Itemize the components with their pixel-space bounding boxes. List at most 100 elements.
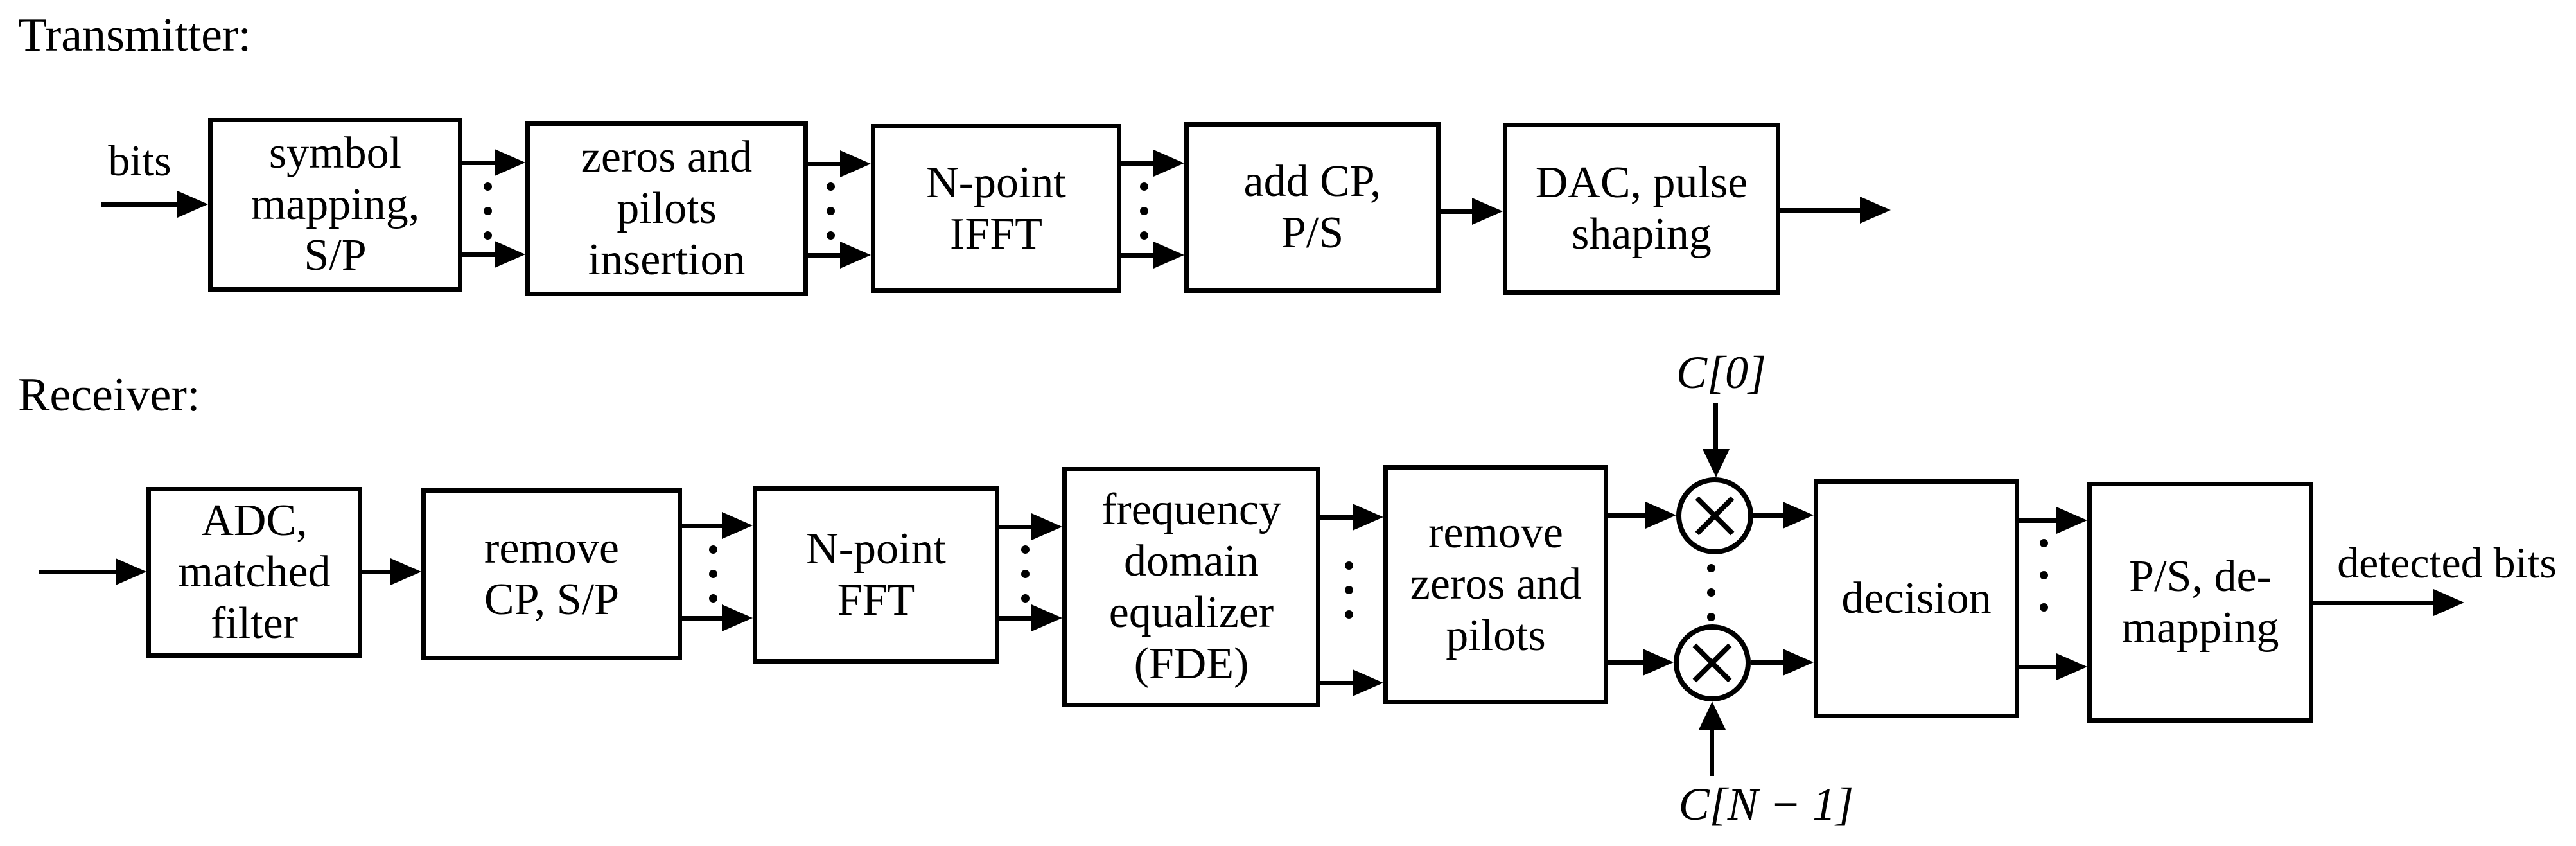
arrow-line xyxy=(462,161,496,165)
multiplier-bottom-icon xyxy=(1674,624,1751,701)
arrow-line xyxy=(1713,403,1718,451)
dot xyxy=(1140,182,1148,191)
ellipsis-dots xyxy=(1345,561,1353,619)
arrow-line xyxy=(808,162,841,166)
arrow-head-right xyxy=(2433,589,2464,616)
dot xyxy=(2040,539,2048,547)
dot xyxy=(1707,613,1715,621)
ellipsis-dots xyxy=(1021,545,1030,603)
dot xyxy=(484,231,492,240)
arrow-line xyxy=(2019,665,2058,669)
dot xyxy=(484,182,492,191)
arrow-head-right xyxy=(177,191,208,218)
tx-input-label: bits xyxy=(108,136,171,185)
arrow-head-right xyxy=(2056,653,2087,680)
ellipsis-dots xyxy=(2040,539,2048,612)
coefficient-cn1-label: C[N − 1] xyxy=(1678,779,1854,830)
arrow-line xyxy=(1608,513,1647,518)
ellipsis-dots xyxy=(1707,564,1715,621)
arrow-head-down xyxy=(1703,449,1730,477)
dot xyxy=(709,594,717,603)
arrow-head-right xyxy=(1153,150,1184,177)
arrow-line xyxy=(1441,209,1473,214)
block-remove-zeros-pilots: remove zeros and pilots xyxy=(1383,465,1608,704)
arrow-head-right xyxy=(390,558,421,585)
block-frequency-domain-equalizer: frequency domain equalizer (FDE) xyxy=(1062,467,1320,707)
block-zeros-pilots-insertion: zeros and pilots insertion xyxy=(525,121,808,296)
arrow-line xyxy=(1608,660,1644,665)
arrow-head-right xyxy=(2056,507,2087,534)
arrow-head-right xyxy=(1645,502,1676,529)
arrow-line xyxy=(1751,660,1784,665)
block-add-cp-ps: add CP, P/S xyxy=(1184,122,1441,293)
arrow-head-right xyxy=(495,149,525,176)
dot xyxy=(709,570,717,578)
dot xyxy=(484,207,492,215)
ellipsis-dots xyxy=(484,182,492,240)
dot xyxy=(1021,594,1030,603)
ellipsis-dots xyxy=(827,182,835,240)
block-n-point-fft: N-point FFT xyxy=(753,486,999,664)
arrow-head-right xyxy=(1860,197,1891,224)
receiver-title: Receiver: xyxy=(18,369,200,421)
arrow-line xyxy=(462,252,496,257)
arrow-head-right xyxy=(1153,242,1184,269)
dot xyxy=(1345,561,1353,570)
block-decision: decision xyxy=(1814,479,2019,718)
arrow-line xyxy=(1780,208,1861,213)
dot xyxy=(1140,207,1148,215)
arrow-line xyxy=(1121,161,1155,166)
arrow-line xyxy=(2019,518,2058,523)
dot xyxy=(1707,588,1715,597)
block-ps-demapping: P/S, de- mapping xyxy=(2087,482,2313,723)
dot xyxy=(1021,545,1030,554)
block-n-point-ifft: N-point IFFT xyxy=(871,124,1121,293)
arrow-line xyxy=(1753,513,1784,518)
dot xyxy=(1345,586,1353,594)
block-symbol-mapping: symbol mapping, S/P xyxy=(208,118,462,292)
arrow-line xyxy=(2313,601,2435,605)
arrow-head-right xyxy=(840,150,871,177)
arrow-head-right xyxy=(722,512,753,539)
arrow-line xyxy=(362,570,392,574)
arrow-head-right xyxy=(1783,649,1814,676)
arrow-line xyxy=(39,570,117,574)
arrow-line xyxy=(682,524,723,528)
arrow-head-right xyxy=(1031,604,1062,631)
arrow-line xyxy=(808,253,841,258)
arrow-head-right xyxy=(1783,502,1814,529)
arrow-head-right xyxy=(116,558,146,585)
arrow-head-up xyxy=(1699,701,1726,730)
block-dac-pulse-shaping: DAC, pulse shaping xyxy=(1503,123,1780,295)
multiplier-top-icon xyxy=(1676,477,1753,554)
block-remove-cp-sp: remove CP, S/P xyxy=(421,488,682,660)
arrow-line xyxy=(999,616,1033,621)
block-adc-matched-filter: ADC, matched filter xyxy=(146,487,362,658)
arrow-head-right xyxy=(1031,513,1062,540)
arrow-line xyxy=(1320,681,1354,685)
arrow-line xyxy=(1320,515,1354,520)
coefficient-c0-label: C[0] xyxy=(1676,347,1767,398)
dot xyxy=(1707,564,1715,572)
ellipsis-dots xyxy=(1140,182,1148,240)
transmitter-title: Transmitter: xyxy=(18,9,252,62)
arrow-head-right xyxy=(1472,198,1503,225)
arrow-line xyxy=(999,525,1033,529)
arrow-head-right xyxy=(1643,649,1674,676)
dot xyxy=(1140,231,1148,240)
arrow-head-right xyxy=(495,241,525,268)
dot xyxy=(2040,571,2048,579)
dot xyxy=(1345,610,1353,619)
arrow-line xyxy=(1710,728,1714,776)
arrow-line xyxy=(1121,253,1155,258)
arrow-head-right xyxy=(722,604,753,631)
arrow-line xyxy=(101,202,177,207)
arrow-line xyxy=(682,616,723,621)
ellipsis-dots xyxy=(709,545,717,603)
arrow-head-right xyxy=(1353,504,1383,531)
arrow-head-right xyxy=(1353,669,1383,696)
dot xyxy=(827,182,835,191)
dot xyxy=(2040,603,2048,612)
dot xyxy=(827,231,835,240)
